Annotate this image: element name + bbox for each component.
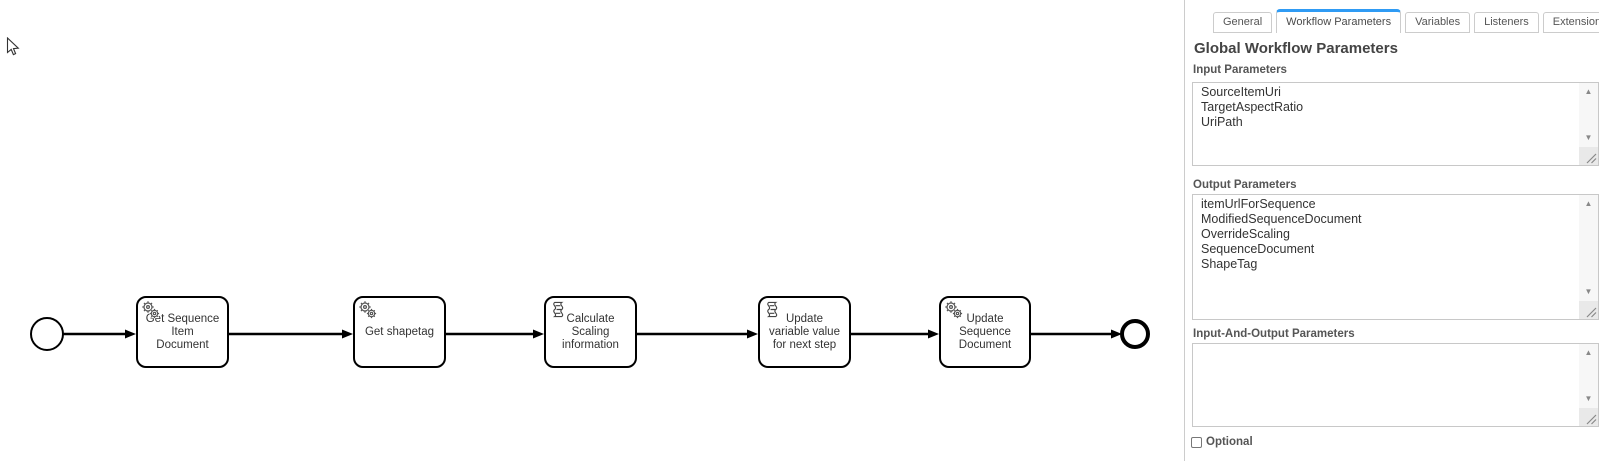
tab-variables[interactable]: Variables <box>1405 12 1471 33</box>
task-label: Update Sequence Document <box>958 312 1012 351</box>
mouse-cursor-icon <box>6 36 20 62</box>
tab-workflow-parameters[interactable]: Workflow Parameters <box>1276 9 1402 33</box>
parameter-item: ModifiedSequenceDocument <box>1201 212 1362 226</box>
end-event[interactable] <box>1120 319 1150 349</box>
scrollbar-corner <box>1579 301 1598 319</box>
scrollbar[interactable]: ▲ ▼ <box>1579 83 1598 165</box>
task-node[interactable]: Update variable value for next step <box>758 296 851 368</box>
scrollbar-corner <box>1579 408 1598 426</box>
parameter-item: OverrideScaling <box>1201 227 1290 241</box>
flow-arrowhead-icon <box>342 329 353 339</box>
flow-arrowhead-icon <box>1111 329 1122 339</box>
scroll-down-icon[interactable]: ▼ <box>1584 394 1593 403</box>
workflow-diagram-canvas[interactable]: Get Sequence Item Document Get shapetag Ca… <box>0 0 1185 461</box>
parameter-item: SequenceDocument <box>1201 242 1315 256</box>
parameter-item: ShapeTag <box>1201 257 1258 271</box>
scrollbar[interactable]: ▲ ▼ <box>1579 344 1598 426</box>
script-task-icon <box>763 300 783 320</box>
tab-listeners[interactable]: Listeners <box>1474 12 1539 33</box>
parameter-item: UriPath <box>1201 115 1243 129</box>
optional-checkbox[interactable] <box>1191 436 1202 448</box>
parameter-item: itemUrlForSequence <box>1201 197 1316 211</box>
scrollbar-corner <box>1579 147 1598 165</box>
resize-grip-icon[interactable] <box>1586 414 1597 425</box>
resize-grip-icon[interactable] <box>1586 153 1597 164</box>
input-and-output-parameters-textarea[interactable]: ▲ ▼ <box>1192 343 1599 427</box>
task-node[interactable]: Update Sequence Document <box>939 296 1031 368</box>
start-event[interactable] <box>30 317 64 351</box>
tab-general[interactable]: General <box>1213 12 1273 33</box>
resize-grip-icon[interactable] <box>1586 307 1597 318</box>
flow-arrowhead-icon <box>928 329 939 339</box>
task-node[interactable]: Get shapetag <box>353 296 446 368</box>
parameter-item: TargetAspectRatio <box>1201 100 1304 114</box>
scroll-down-icon[interactable]: ▼ <box>1584 133 1593 142</box>
optional-checkbox-row: Optional <box>1191 436 1253 448</box>
panel-tab-bar: General Workflow Parameters Variables Li… <box>1213 9 1599 33</box>
task-node[interactable]: Get Sequence Item Document <box>136 296 229 368</box>
scroll-up-icon[interactable]: ▲ <box>1584 348 1593 357</box>
script-task-icon <box>549 300 569 320</box>
properties-panel: General Workflow Parameters Variables Li… <box>1184 0 1599 461</box>
task-node[interactable]: Calculate Scaling information <box>544 296 637 368</box>
task-label: Get shapetag <box>364 325 435 338</box>
optional-checkbox-label: Optional <box>1206 436 1253 448</box>
scrollbar[interactable]: ▲ ▼ <box>1579 195 1598 319</box>
input-parameters-label: Input Parameters <box>1193 64 1287 76</box>
service-task-icon <box>944 300 964 320</box>
sequence-flow-layer <box>30 317 1150 351</box>
tab-extensions[interactable]: Extensions <box>1542 12 1599 33</box>
flow-arrowhead-icon <box>747 329 758 339</box>
scroll-up-icon[interactable]: ▲ <box>1584 199 1593 208</box>
task-label: Update variable value for next step <box>769 312 840 351</box>
service-task-icon <box>358 300 378 320</box>
output-parameters-label: Output Parameters <box>1193 179 1297 191</box>
scroll-up-icon[interactable]: ▲ <box>1584 87 1593 96</box>
task-label: Calculate Scaling information <box>562 312 619 351</box>
service-task-icon <box>141 300 161 320</box>
scroll-down-icon[interactable]: ▼ <box>1584 287 1593 296</box>
parameter-item: SourceItemUri <box>1201 85 1281 99</box>
task-label: Get Sequence Item Document <box>145 312 220 351</box>
flow-arrowhead-icon <box>125 329 136 339</box>
panel-heading: Global Workflow Parameters <box>1194 40 1398 57</box>
input-and-output-parameters-label: Input-And-Output Parameters <box>1193 328 1355 340</box>
flow-arrowhead-icon <box>533 329 544 339</box>
